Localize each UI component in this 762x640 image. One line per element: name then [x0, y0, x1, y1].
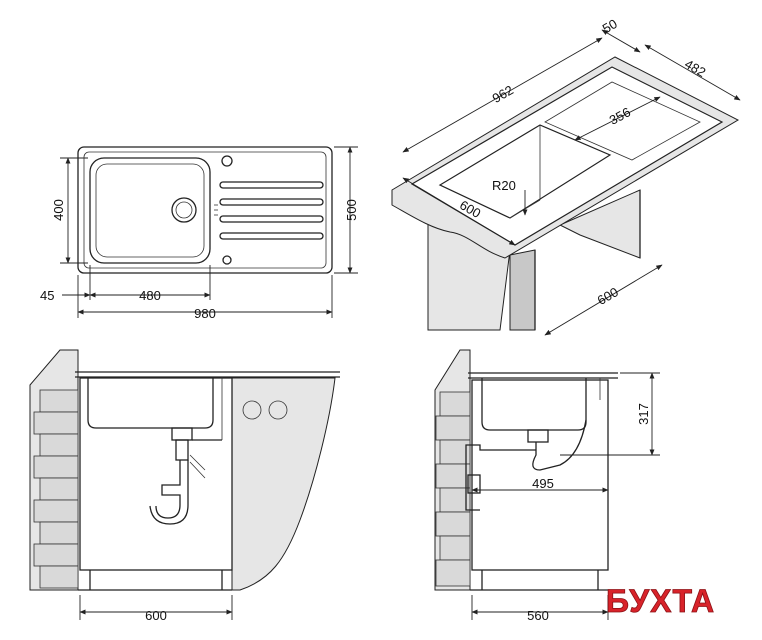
side-siphon: [465, 419, 587, 511]
dim-45: 45: [40, 288, 54, 303]
dim-600-front: 600: [145, 608, 167, 623]
dim-400: 400: [51, 199, 66, 221]
dim-480: 480: [139, 288, 161, 303]
front-bricks: [33, 389, 79, 589]
front-cabinet: [79, 377, 233, 571]
dim-560: 560: [527, 608, 549, 623]
drainer-grooves: [219, 181, 324, 240]
front-view: 600: [29, 349, 340, 623]
side-bricks: [435, 391, 471, 587]
dim-500: 500: [344, 199, 359, 221]
dim-495: 495: [532, 476, 554, 491]
overflow-hole: [222, 255, 232, 265]
dim-50: 50: [600, 16, 620, 36]
drain-hole: [171, 197, 197, 223]
top-view: 400 500 45 480 980: [40, 146, 359, 321]
side-bowl: [481, 378, 587, 431]
isometric-view: 962 50 482 356 R20 600 600: [391, 16, 741, 336]
bowl: [89, 157, 211, 264]
dim-600-cabinet: 600: [595, 284, 621, 308]
watermark-logo: БУХТА: [606, 583, 715, 619]
front-side-panel: [231, 377, 336, 591]
sink-outline: [77, 146, 333, 274]
front-siphon: [149, 427, 222, 525]
dim-482: 482: [682, 56, 708, 80]
front-bowl: [87, 377, 214, 429]
dim-317: 317: [636, 403, 651, 425]
dim-962: 962: [490, 82, 516, 106]
side-view: 317 495 560: [434, 349, 660, 623]
side-cabinet: [471, 379, 609, 571]
dim-r20: R20: [492, 178, 516, 193]
dim-980: 980: [194, 306, 216, 321]
tap-hole: [221, 155, 233, 167]
